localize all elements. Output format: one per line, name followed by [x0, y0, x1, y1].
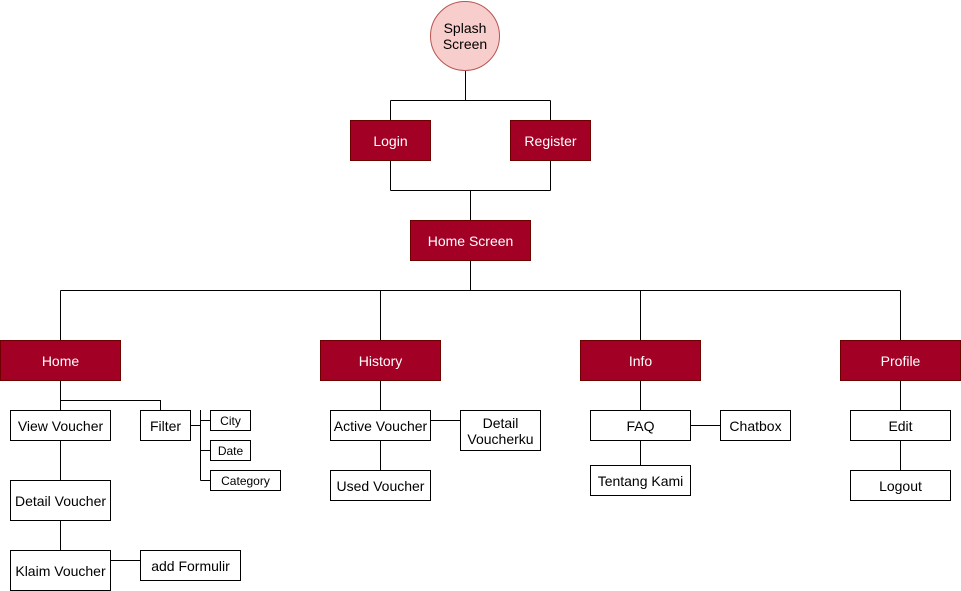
splash-screen-node: Splash Screen	[430, 1, 500, 71]
filter-node: Filter	[140, 410, 191, 441]
register-node: Register	[510, 120, 591, 161]
add-formulir-node: add Formulir	[140, 550, 241, 581]
active-voucher-node: Active Voucher	[330, 410, 431, 441]
profile-node: Profile	[840, 340, 961, 381]
klaim-voucher-node: Klaim Voucher	[10, 550, 111, 591]
used-voucher-node: Used Voucher	[330, 470, 431, 501]
tentang-kami-node: Tentang Kami	[590, 465, 691, 496]
info-node: Info	[580, 340, 701, 381]
edit-node: Edit	[850, 410, 951, 441]
detail-voucherku-node: Detail Voucherku	[460, 410, 541, 451]
login-node: Login	[350, 120, 431, 161]
home-screen-node: Home Screen	[410, 220, 531, 261]
city-node: City	[210, 410, 251, 431]
faq-node: FAQ	[590, 410, 691, 441]
logout-node: Logout	[850, 470, 951, 501]
date-node: Date	[210, 440, 251, 461]
history-node: History	[320, 340, 441, 381]
view-voucher-node: View Voucher	[10, 410, 111, 441]
category-node: Category	[210, 470, 281, 491]
detail-voucher-node: Detail Voucher	[10, 480, 111, 521]
chatbox-node: Chatbox	[720, 410, 791, 441]
home-node: Home	[0, 340, 121, 381]
